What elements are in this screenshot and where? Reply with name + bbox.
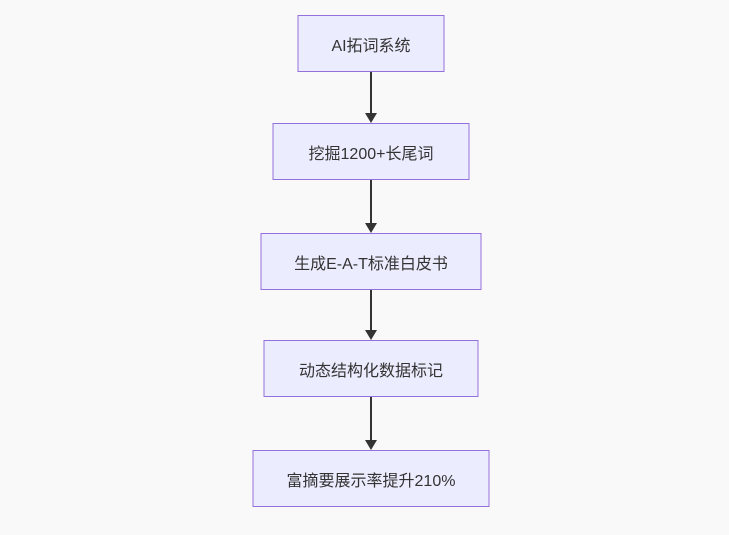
flow-node-longtail-mining: 挖掘1200+长尾词 <box>272 123 470 180</box>
arrow-down-icon <box>365 223 377 233</box>
arrow-down-icon <box>365 330 377 340</box>
flow-node-eat-whitepaper: 生成E-A-T标准白皮书 <box>260 233 482 290</box>
flow-node-label: 生成E-A-T标准白皮书 <box>294 255 448 273</box>
edge-line-n2-n3 <box>370 180 372 224</box>
arrow-down-icon <box>365 113 377 123</box>
flow-node-label: 动态结构化数据标记 <box>298 362 443 380</box>
flow-node-label: AI拓词系统 <box>331 37 411 55</box>
flow-node-label: 挖掘1200+长尾词 <box>308 145 434 163</box>
arrow-down-icon <box>365 440 377 450</box>
flow-node-structured-data-markup: 动态结构化数据标记 <box>263 340 479 397</box>
edge-line-n4-n5 <box>370 397 372 441</box>
edge-line-n3-n4 <box>370 290 372 331</box>
flow-node-rich-snippet-result: 富摘要展示率提升210% <box>252 450 490 507</box>
flow-node-label: 富摘要展示率提升210% <box>286 472 456 490</box>
edge-line-n1-n2 <box>370 72 372 114</box>
flow-node-ai-keyword-system: AI拓词系统 <box>297 15 445 72</box>
